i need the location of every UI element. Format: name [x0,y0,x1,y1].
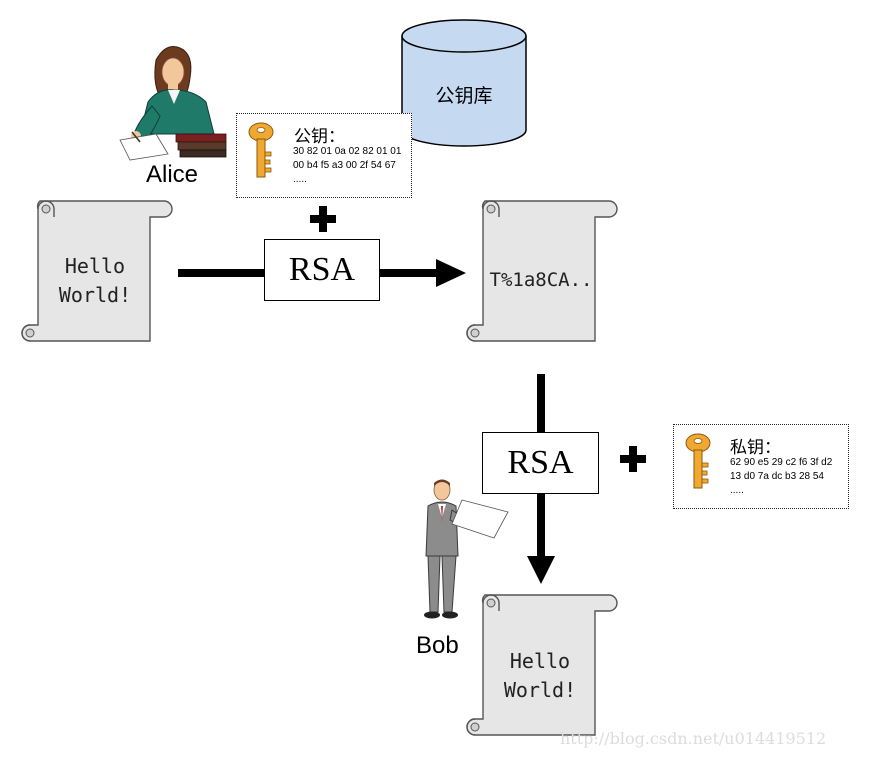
decrypted-line: Hello [509,649,571,673]
private-key-line: 13 d0 7a dc b3 28 54 [730,471,824,482]
decrypted-line: World! [503,678,577,702]
watermark: http://blog.csdn.net/u014419512 [560,729,827,748]
private-key-card: 私钥： 62 90 e5 29 c2 f6 3f d2 13 d0 7a dc … [673,424,849,509]
bob-label: Bob [416,632,459,659]
plaintext-message: Hello World! [40,252,150,310]
public-key-title: 公钥： [294,127,345,147]
public-key-line: 00 b4 f5 a3 00 2f 54 67 [293,160,396,171]
plus-icon [620,446,646,472]
public-key-database-icon [401,19,527,147]
public-key-line: 30 82 01 0a 02 82 01 01 [293,146,402,157]
private-key-title: 私钥： [730,438,781,458]
database-label: 公钥库 [435,85,493,107]
ciphertext-message: T%1a8CA.. [484,266,598,295]
key-icon [685,433,711,489]
plus-icon [310,206,336,232]
key-icon [248,122,274,178]
plaintext-scroll [21,200,173,342]
private-key-line: ..... [730,485,744,496]
plaintext-line: Hello [64,254,126,278]
decrypted-scroll [466,594,618,736]
private-key-line: 62 90 e5 29 c2 f6 3f d2 [730,457,833,468]
alice-label: Alice [146,161,199,188]
ciphertext-line: T%1a8CA.. [489,269,593,291]
plaintext-line: World! [58,283,132,307]
rsa-encrypt-box: RSA [264,239,380,301]
decrypted-message: Hello World! [485,647,595,705]
rsa-decrypt-box: RSA [482,432,599,494]
alice-figure [119,46,227,161]
public-key-line: ..... [293,174,307,185]
bob-figure [424,479,509,619]
ciphertext-scroll [466,200,618,342]
public-key-card: 公钥： 30 82 01 0a 02 82 01 01 00 b4 f5 a3 … [236,113,412,198]
